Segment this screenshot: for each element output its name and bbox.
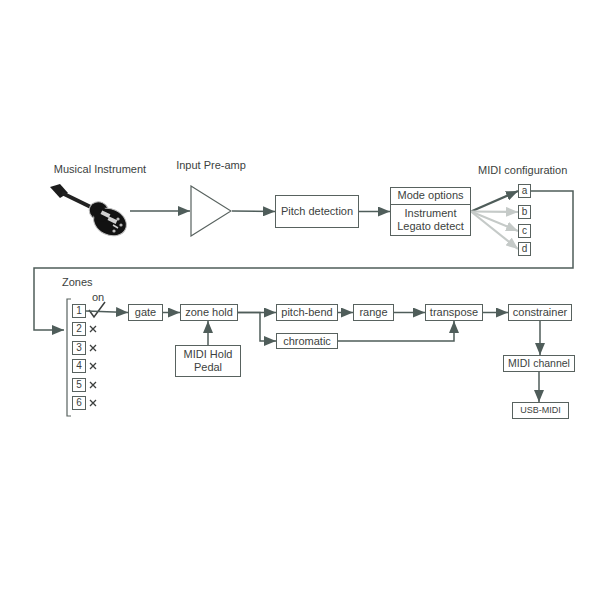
guitar-knob [112,229,115,232]
node-text: constrainer [513,306,567,319]
amplifier-outline [191,186,231,236]
process-box: chromatic [276,333,338,349]
node-text: a [522,185,528,197]
amplifier-triangle: Input Pre-amp [190,185,232,237]
flow-arrow [471,191,518,212]
node-text: 6 [76,397,82,409]
flow-arrow [538,372,540,402]
node-text: c [522,225,527,237]
guitar-illustration [50,184,131,241]
node-text: transpose [430,306,478,319]
node-text: MIDI Hold Pedal [176,348,240,373]
node-text: 1 [76,305,82,317]
process-box: constrainer [508,304,572,321]
zone-box: 3 [72,341,86,355]
process-box: range [353,304,394,321]
zone-box: 2 [72,322,86,336]
config-box: d [518,242,531,256]
cross-mark [90,326,96,332]
process-box: Pitch detection [275,195,359,228]
signal-wire [130,210,190,212]
flow-arrow [338,312,353,314]
flow-arrow [471,212,518,232]
node-text: 4 [76,360,82,372]
guitar-pickup [101,210,111,217]
zone-bracket [67,299,71,416]
cross-mark [90,345,96,351]
config-box: c [518,224,531,238]
node-text: 5 [76,379,82,391]
node-text: 3 [76,342,82,354]
node-text: Input Pre-amp [176,159,246,172]
flow-arrow [232,210,275,212]
flow-arrow [539,321,541,355]
input-box: MIDI Hold Pedal [175,345,241,377]
zone-box: 4 [72,359,86,373]
output-box: USB-MIDI [512,402,569,419]
node-text: b [522,206,528,218]
flow-arrow [471,210,518,213]
flow-arrow [359,211,390,213]
output-box: MIDI channel [503,355,575,372]
edge-layer [86,191,540,402]
flow-arrow [338,321,454,341]
guitar-bridge [113,225,118,228]
node-text: Mode options [391,188,470,205]
node-text: MIDI channel [508,357,570,369]
flow-arrow [238,313,276,342]
process-box: transpose [425,304,483,321]
flow-arrow [163,312,180,314]
guitar-knob [119,223,122,226]
section-label: Zones [62,276,93,288]
cross-marks [90,326,96,406]
node-text: pitch-bend [281,306,332,319]
zone-box: 6 [72,396,86,410]
process-box: zone hold [180,304,238,321]
mode-box: Mode optionsInstrument Legato detect [390,187,471,236]
flow-arrow [207,321,209,345]
node-text: zone hold [185,306,233,319]
guitar-pickup [108,216,118,223]
instrument-label: Musical Instrument [54,163,146,175]
node-text: d [522,243,528,255]
zone-box: 5 [72,378,86,392]
cross-mark [90,382,96,388]
node-text: Instrument Legato detect [391,205,470,235]
process-box: gate [128,304,163,321]
cross-mark [90,400,96,406]
node-text: gate [135,306,156,319]
check-mark [89,302,105,317]
node-text: USB-MIDI [520,405,561,415]
node-text: range [359,306,387,319]
flow-arrow [86,311,128,313]
flow-arrow [471,212,518,250]
amplifier-outline [190,185,232,237]
config-box: a [518,184,531,198]
column-label: on [92,291,104,303]
flow-arrow [394,312,425,314]
guitar-knob [116,217,119,220]
cross-mark [90,363,96,369]
node-text: Pitch detection [281,205,353,218]
config-box: b [518,205,531,219]
guitar-body [89,203,131,241]
signal-wire [34,191,573,330]
zone-box: 1 [72,304,86,318]
section-label: MIDI configuration [478,164,567,176]
flow-arrow [483,312,508,314]
guitar-body [91,204,111,223]
node-text: chromatic [283,335,331,348]
node-text: 2 [76,323,82,335]
process-box: pitch-bend [276,304,338,321]
